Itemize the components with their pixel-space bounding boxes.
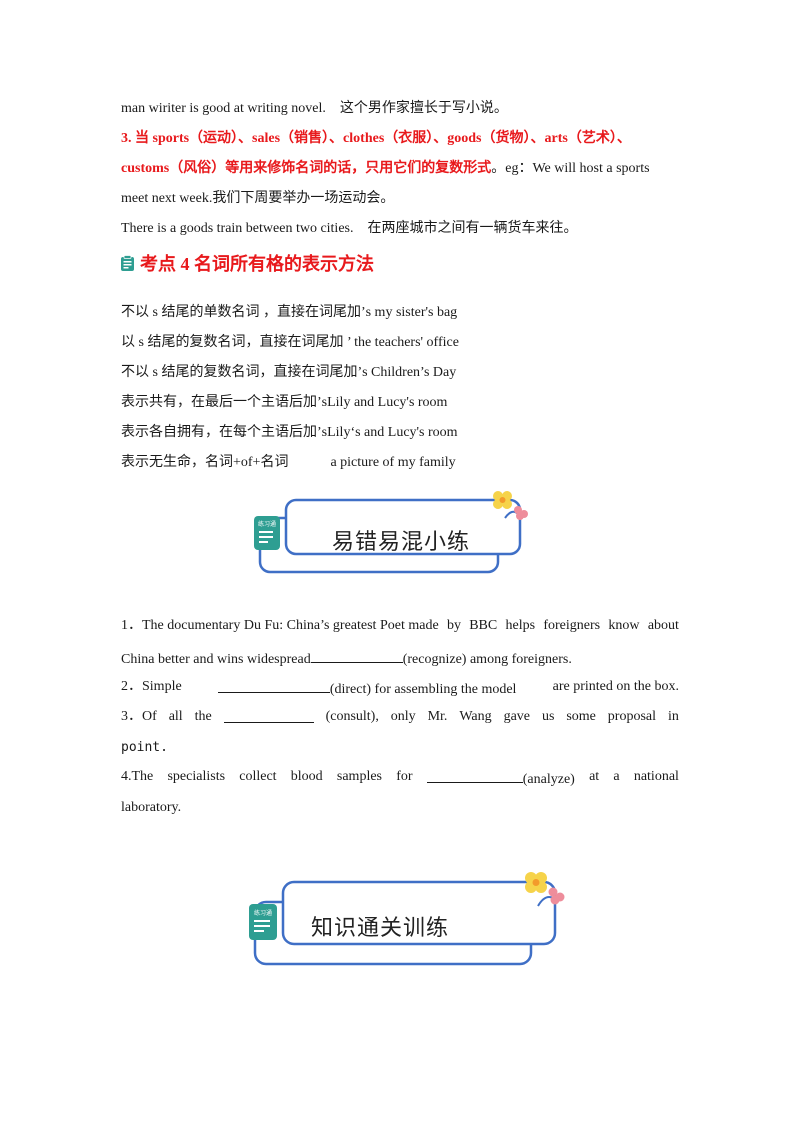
exercise-4-word: 4.The	[121, 769, 154, 784]
banner-badge-text: 练习通	[258, 520, 276, 528]
exercise-1-text: China better and wins widespread	[121, 652, 311, 667]
text-line-4: meet next week.我们下周要举办一场运动会。	[121, 191, 395, 206]
exercise-4-word: samples	[336, 769, 382, 784]
banner-knowledge-title: 知识通关训练	[311, 916, 450, 941]
rule-3-line-2: customs（风俗）等用来修饰名词的话，只用它们的复数形式。eg：We wil…	[121, 160, 650, 178]
exercise-3-word: (consult),	[325, 709, 379, 724]
exercise-3-word: Wang	[459, 709, 492, 724]
banner-frame-graphic: 练习通	[254, 491, 528, 574]
exercise-2-text: are printed on the box.	[552, 679, 679, 694]
banner-practice-title: 易错易混小练	[332, 530, 471, 555]
possessive-rule-4: 表示共有，在最后一个主语后加’sLily and Lucy's room	[121, 395, 448, 410]
exercise-4-word: collect	[239, 769, 277, 784]
exercise-3-word: 3．Of	[121, 709, 157, 724]
clipboard-icon	[121, 254, 134, 271]
exercise-4-word: specialists	[167, 769, 226, 784]
answer-blank-1[interactable]	[310, 648, 403, 663]
exercise-4-line-2: laboratory.	[121, 800, 182, 815]
answer-blank-3[interactable]	[223, 708, 314, 723]
flower-icon	[493, 491, 528, 520]
exercise-3-word: the	[194, 709, 212, 724]
banner-practice: 练习通 易错易混小练	[250, 486, 540, 578]
exercise-1-word: know	[608, 618, 640, 633]
exercise-3-word: only	[390, 709, 416, 724]
exercise-3-line-1: 3．Of all the (consult), only Mr. Wang ga…	[121, 708, 679, 726]
exercise-1-word: about	[647, 618, 679, 633]
exercise-2-text: (direct) for assembling the model	[329, 682, 517, 697]
exercise-4-line-1: 4.The specialists collect blood samples …	[121, 768, 679, 789]
exercise-1-word: foreigners	[543, 618, 601, 633]
banner-knowledge: 练习通 知识通关训练	[245, 866, 575, 970]
answer-blank-4[interactable]	[426, 768, 523, 783]
exercise-4-word: a	[613, 769, 620, 784]
exercise-1-text: 1．The documentary Du Fu: China’s greates…	[121, 618, 439, 633]
section-heading-text: 考点 4 名词所有格的表示方法	[140, 254, 374, 274]
exercise-3-word: in	[667, 709, 679, 724]
exercise-1-word: by	[446, 618, 461, 633]
exercise-4-word: blood	[290, 769, 323, 784]
exercise-4-word: at	[589, 769, 600, 784]
exercise-3-word: all	[168, 709, 183, 724]
section-heading: 考点 4 名词所有格的表示方法	[120, 250, 374, 276]
exercise-3-word: gave	[503, 709, 531, 724]
exercise-3-word: some	[566, 709, 596, 724]
possessive-rule-5: 表示各自拥有，在每个主语后加’sLily‘s and Lucy's room	[121, 425, 458, 440]
rule-3-red-part: customs（风俗）等用来修饰名词的话，只用它们的复数形式	[121, 161, 492, 176]
flower-icon	[525, 872, 565, 907]
rule-3-example-part: 。eg：We will host a sports	[491, 161, 650, 176]
possessive-rule-1: 不以 s 结尾的单数名词 ，直接在词尾加’s my sister's bag	[121, 305, 458, 320]
banner-badge-text: 练习通	[254, 909, 272, 917]
rule-3-red-line-1: 3. 当 sports（运动）、sales（销售）、clothes（衣服）、go…	[121, 131, 631, 146]
exercise-4-word: national	[633, 769, 679, 784]
exercise-3-word: us	[541, 709, 555, 724]
exercise-1-line-1: 1．The documentary Du Fu: China’s greates…	[121, 617, 679, 635]
exercise-1-word: helps	[505, 618, 536, 633]
possessive-rule-3: 不以 s 结尾的复数名词，直接在词尾加’s Children’s Day	[121, 365, 457, 380]
text-line-5: There is a goods train between two citie…	[121, 221, 578, 236]
exercise-4-word: for	[396, 769, 413, 784]
answer-blank-2[interactable]	[217, 678, 330, 693]
exercise-3-word: Mr.	[427, 709, 448, 724]
exercise-3-line-2: point.	[121, 740, 168, 755]
exercise-1-text: (recognize) among foreigners.	[402, 652, 572, 667]
exercise-1-line-2: China better and wins widespread (recogni…	[121, 648, 572, 669]
exercise-1-word: BBC	[469, 618, 498, 633]
exercise-3-word: proposal	[607, 709, 657, 724]
text-line-1: man wiriter is good at writing novel. 这个…	[121, 101, 508, 116]
banner-frame-graphic: 练习通	[249, 872, 565, 966]
possessive-rule-2: 以 s 结尾的复数名词，直接在词尾加 ’ the teachers' offic…	[121, 335, 459, 350]
exercise-2: 2．Simple (direct) for assembling the mod…	[121, 678, 679, 699]
exercise-2-text: 2．Simple	[121, 679, 182, 694]
exercise-4-word: (analyze)	[522, 772, 575, 787]
possessive-rule-6: 表示无生命，名词+of+名词 a picture of my family	[121, 455, 456, 470]
